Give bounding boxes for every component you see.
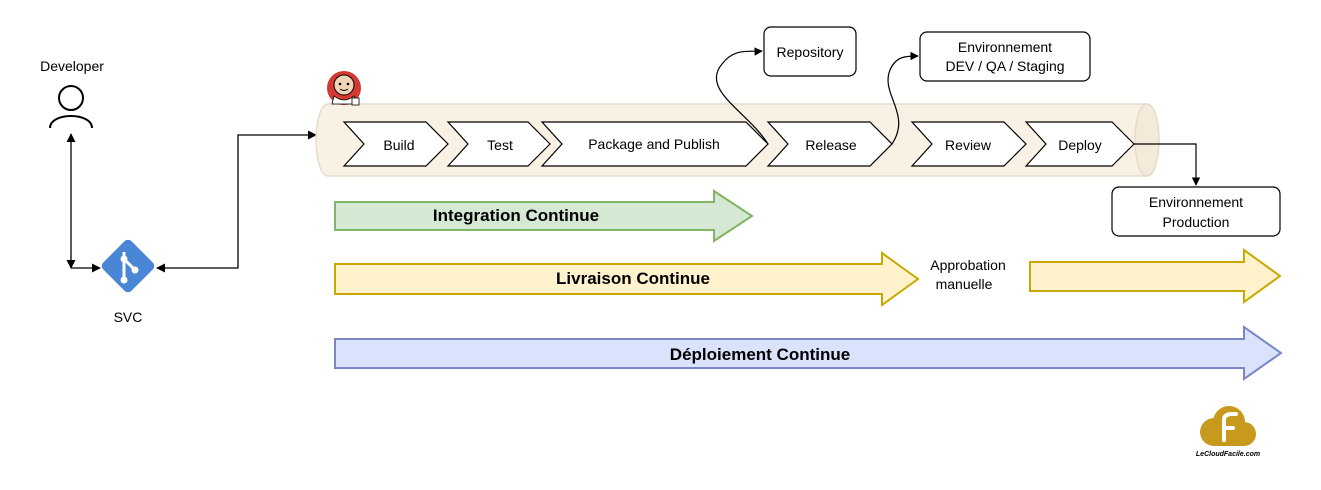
svc-node: SVC (101, 239, 155, 325)
svc-pipeline-connector (156, 130, 317, 273)
stage-release-label: Release (805, 137, 857, 153)
stage-build-label: Build (383, 137, 414, 153)
stage-release: Release (766, 121, 893, 167)
jenkins-logo (327, 71, 361, 106)
lecloudfacile-logo: LeCloudFacile.com (1196, 406, 1260, 458)
livraison-continue-arrow-tail (1029, 248, 1282, 304)
repository-label: Repository (777, 44, 844, 60)
review-to-env-dev-connector (887, 51, 919, 145)
git-icon (101, 239, 155, 293)
env-prod-line2: Production (1163, 214, 1230, 230)
approbation-line2: manuelle (936, 276, 993, 292)
developer-svc-connector (66, 133, 101, 273)
stage-review: Review (910, 121, 1027, 167)
livraison-continue-label: Livraison Continue (556, 269, 710, 288)
stage-package-label: Package and Publish (588, 136, 720, 152)
developer-label: Developer (40, 58, 104, 74)
approbation-line1: Approbation (930, 257, 1006, 273)
developer-actor: Developer (40, 58, 104, 129)
integration-continue-arrow: Integration Continue (334, 189, 754, 243)
stage-build: Build (342, 121, 449, 167)
svc-label: SVC (114, 309, 143, 325)
deploiement-continue-arrow: Déploiement Continue (334, 325, 1283, 381)
release-to-repository-connector (715, 47, 769, 145)
env-dev-line2: DEV / QA / Staging (945, 58, 1064, 74)
stage-deploy-label: Deploy (1058, 137, 1102, 153)
user-icon (49, 85, 93, 129)
cloud-logo-icon (1200, 406, 1256, 446)
livraison-continue-arrow: Livraison Continue (334, 251, 920, 307)
approbation-manuelle: Approbation manuelle (930, 257, 1006, 292)
integration-continue-label: Integration Continue (433, 206, 599, 225)
stage-package: Package and Publish (540, 121, 769, 167)
env-dev-line1: Environnement (958, 39, 1052, 55)
stage-review-label: Review (945, 137, 992, 153)
env-dev-box: Environnement DEV / QA / Staging (919, 31, 1091, 82)
env-prod-line1: Environnement (1149, 194, 1243, 210)
stage-test: Test (446, 121, 551, 167)
repository-box: Repository (763, 26, 857, 77)
logo-text: LeCloudFacile.com (1196, 451, 1260, 458)
deploy-to-prod-connector (1134, 143, 1201, 186)
stage-deploy: Deploy (1024, 121, 1135, 167)
deploiement-continue-label: Déploiement Continue (670, 345, 850, 364)
env-prod-box: Environnement Production (1111, 186, 1281, 237)
stage-test-label: Test (487, 137, 513, 153)
